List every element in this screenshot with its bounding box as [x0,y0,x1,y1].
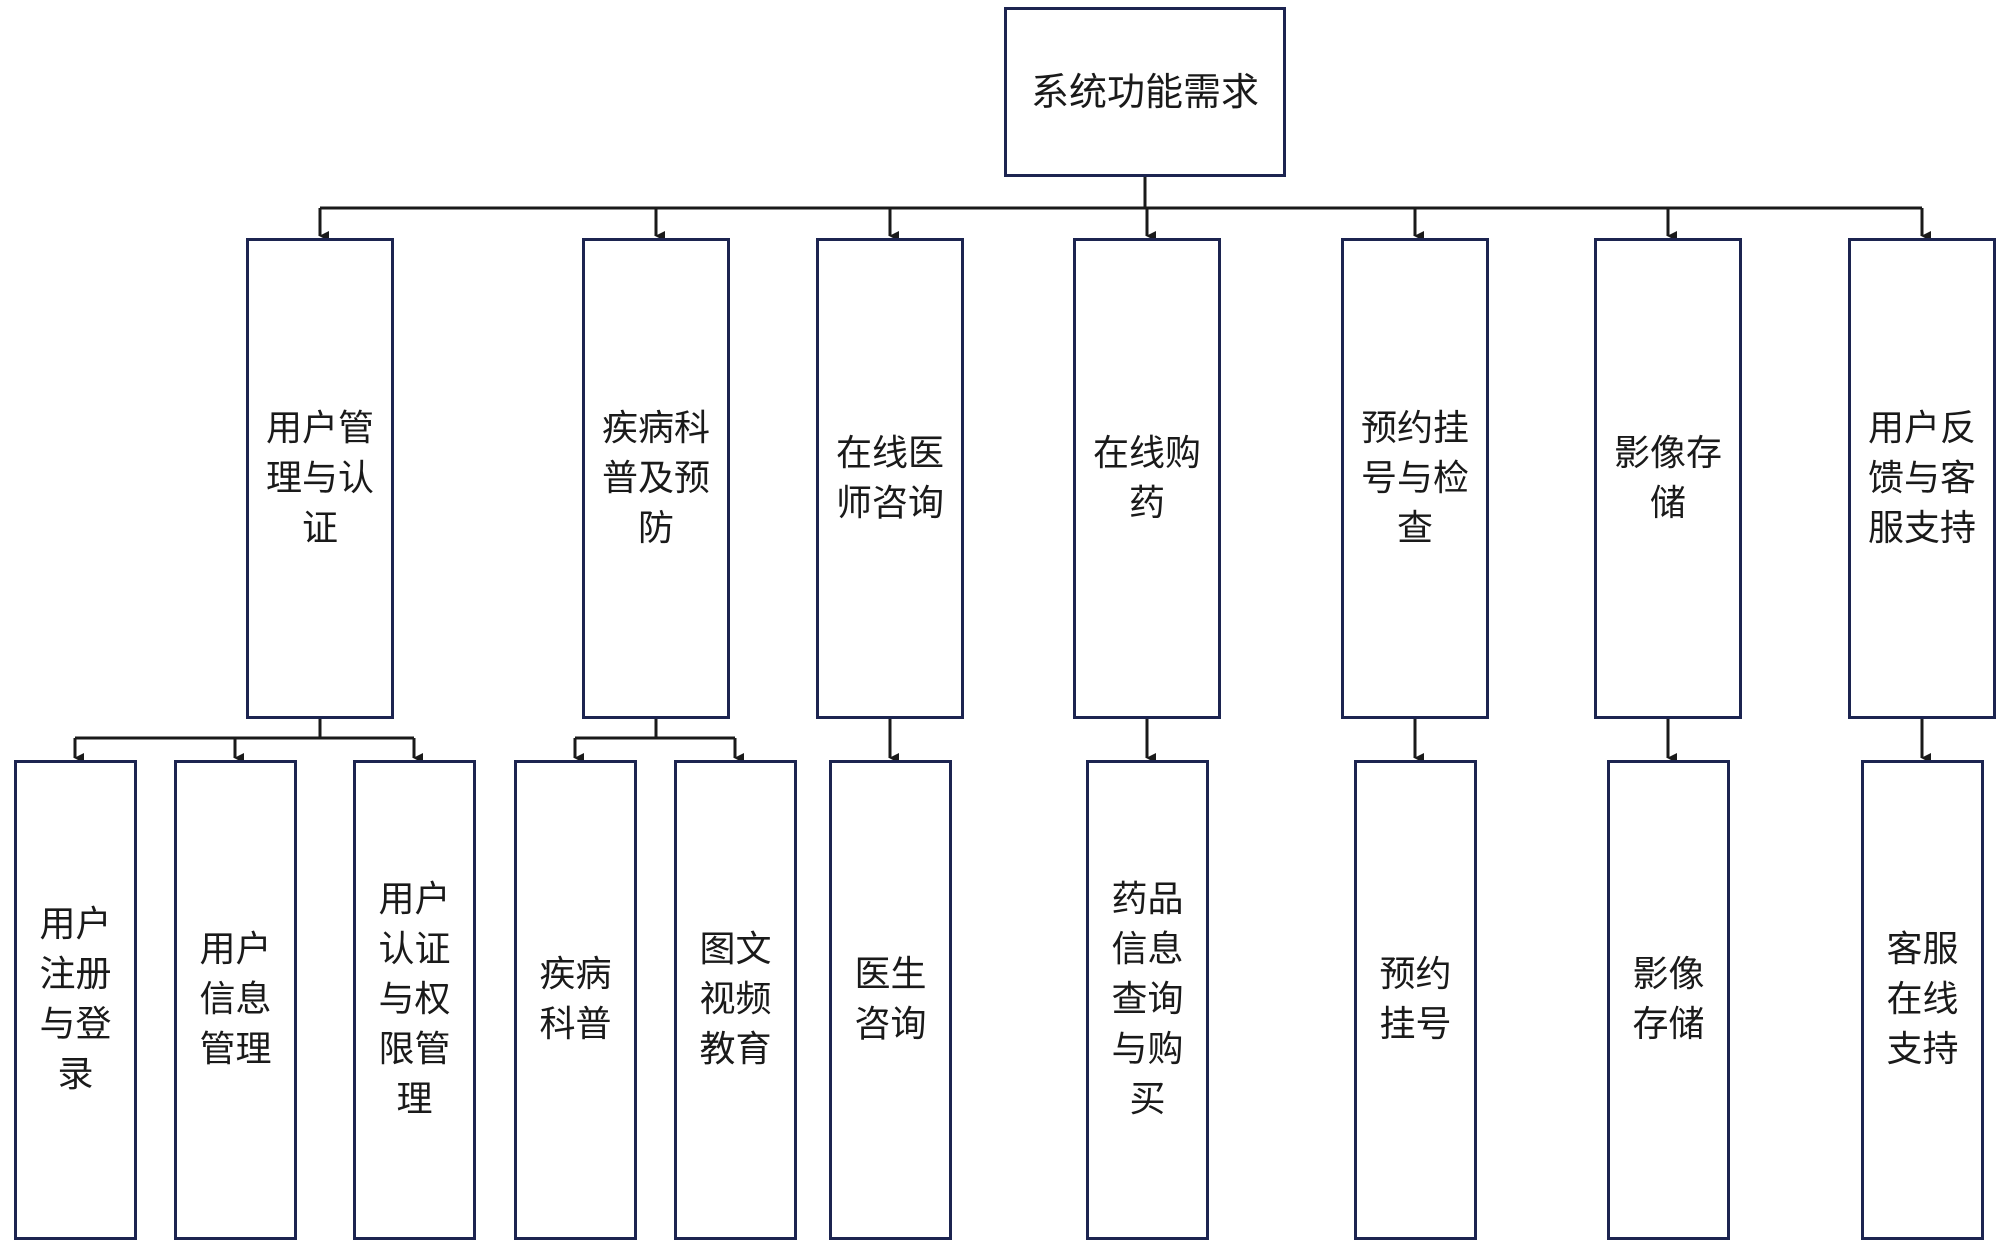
function-drug-info-purchase: 药品 信息 查询 与购 买 [1086,760,1209,1240]
function-disease-science: 疾病 科普 [514,760,637,1240]
module-disease-education: 疾病科 普及预 防 [582,238,730,719]
module-online-doctor: 在线医 师咨询 [816,238,964,719]
function-doctor-consult: 医生 咨询 [829,760,952,1240]
function-book-appointment: 预约 挂号 [1354,760,1477,1240]
function-user-info: 用户 信息 管理 [174,760,297,1240]
module-appointment-exam: 预约挂 号与检 查 [1341,238,1489,719]
module-feedback-support: 用户反 馈与客 服支持 [1848,238,1996,719]
function-register-login: 用户 注册 与登 录 [14,760,137,1240]
root-node: 系统功能需求 [1004,7,1286,177]
module-user-management: 用户管 理与认 证 [246,238,394,719]
function-image-save: 影像 存储 [1607,760,1730,1240]
module-image-storage: 影像存 储 [1594,238,1742,719]
module-online-pharmacy: 在线购 药 [1073,238,1221,719]
function-auth-permission: 用户 认证 与权 限管 理 [353,760,476,1240]
function-online-support: 客服 在线 支持 [1861,760,1984,1240]
function-media-education: 图文 视频 教育 [674,760,797,1240]
